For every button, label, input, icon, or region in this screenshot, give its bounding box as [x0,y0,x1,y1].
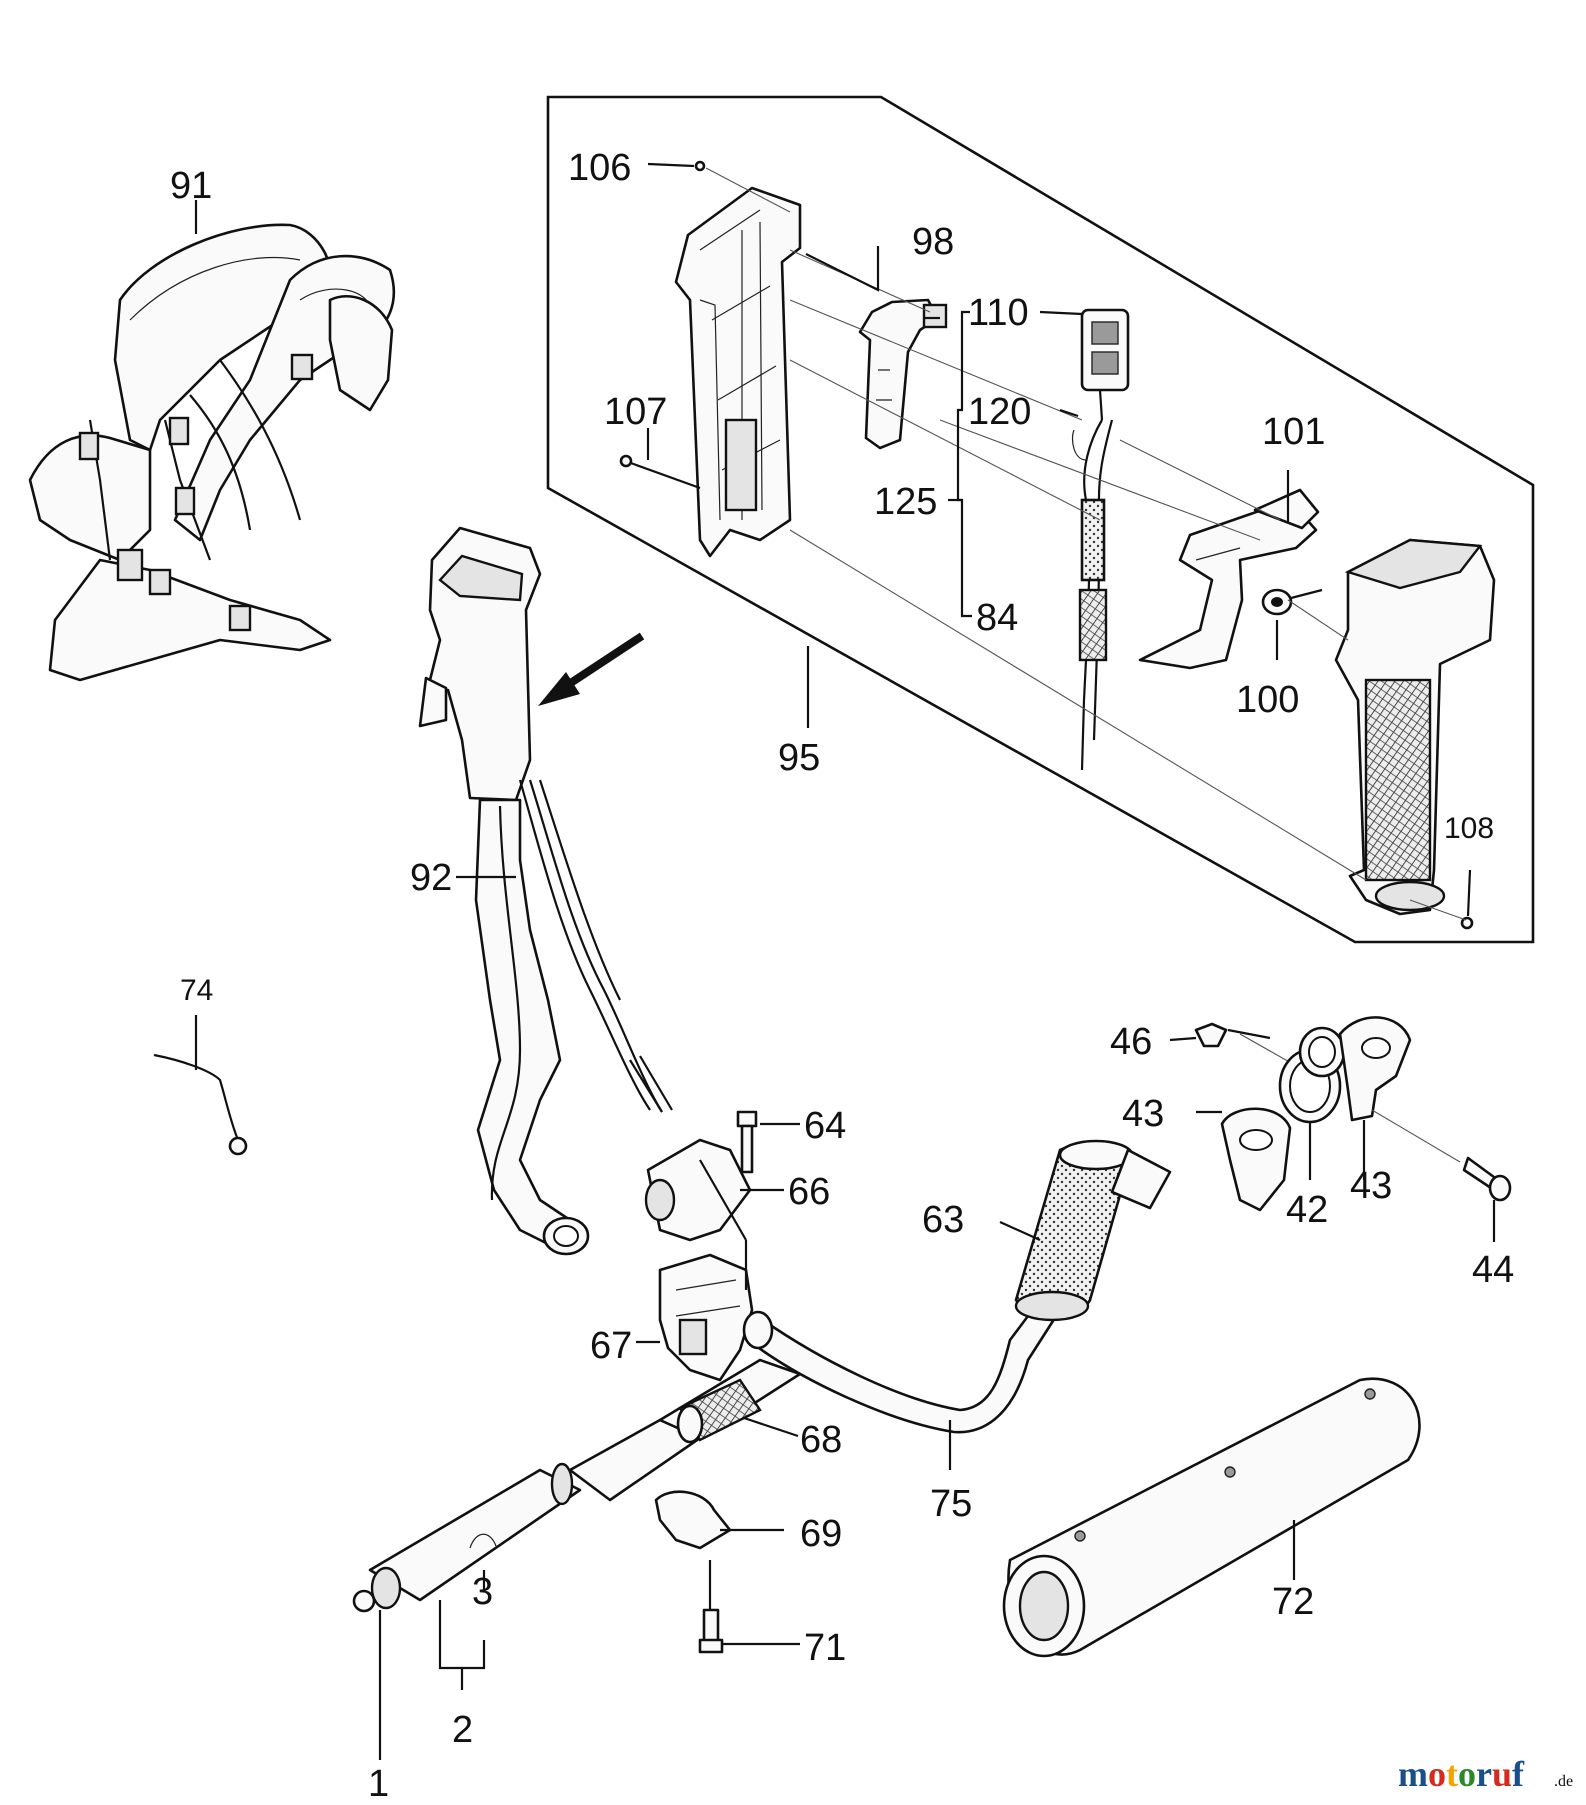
label-68: 68 [800,1419,842,1461]
clamp-top-part-66 [644,1138,784,1242]
bolt-part-71 [698,1608,800,1654]
label-110: 110 [968,292,1029,334]
label-91: 91 [170,165,212,207]
label-75: 75 [930,1483,972,1525]
assembly-lines [705,167,1467,921]
label-46: 46 [1110,1021,1152,1063]
label-125: 125 [874,481,937,523]
grip-part-68 [676,1378,799,1444]
label-101: 101 [1262,411,1325,453]
label-71: 71 [804,1627,846,1669]
clamp-part-69 [654,1490,784,1610]
label-108: 108 [1444,812,1494,845]
label-107: 107 [604,391,667,433]
grip-part-63 [999,1139,1172,1322]
label-44: 44 [1472,1249,1514,1291]
watermark-text: motoruf [1398,1754,1525,1794]
label-72: 72 [1272,1581,1314,1623]
harness-part-91 [28,200,395,682]
label-100: 100 [1236,679,1299,721]
bolt-part-64 [736,1110,800,1174]
label-67: 67 [590,1325,632,1367]
cable-tie-part-74 [153,1015,248,1156]
spring-part-100 [1261,588,1323,616]
inset-leaders [646,162,1472,917]
grip-housing-part-108 [1334,538,1496,930]
ring-part-42 [1278,1026,1346,1180]
clamp-half-part-43-left [1196,1107,1292,1212]
label-66: 66 [788,1171,830,1213]
wire-harness [1071,419,1114,771]
label-43b: 43 [1350,1165,1392,1207]
inset-box [546,95,1535,944]
clamp-bracket-part-67 [636,1159,754,1382]
label-120: 120 [968,391,1031,433]
cover-tube-part-72 [1002,1377,1421,1658]
watermark-logo: motoruf .de [1398,1754,1573,1794]
trigger-part-101 [1138,488,1320,670]
shaft-leaders [378,1570,486,1760]
screw-part-46 [1169,1022,1301,1069]
label-74: 74 [180,974,213,1007]
label-1: 1 [368,1763,389,1800]
label-69: 69 [800,1513,842,1555]
handle-housing-shell [674,186,802,558]
switch-part-110 [1080,308,1130,421]
label-64: 64 [804,1105,846,1147]
part-labels: 91 106 98 110 120 107 101 125 84 100 95 … [170,147,1514,1805]
label-95: 95 [778,737,820,779]
label-92: 92 [410,857,452,899]
screw-part-44 [1462,1156,1512,1242]
screw-part-107 [619,454,701,490]
main-shaft [352,1358,802,1613]
lever-part-98 [858,298,948,450]
label-3: 3 [472,1571,493,1613]
clamp-half-part-43-right [1338,1016,1461,1180]
label-43a: 43 [1122,1093,1164,1135]
direction-arrow [538,632,645,706]
throttle-handle-part-92 [418,526,673,1256]
label-84: 84 [976,597,1018,639]
label-98: 98 [912,221,954,263]
watermark-suffix: .de [1554,1773,1573,1790]
label-42: 42 [1286,1189,1328,1231]
screw-part-106 [694,160,706,172]
label-2: 2 [452,1709,473,1751]
loop-handle-part-75 [742,1298,1062,1470]
label-106: 106 [568,147,631,189]
label-63: 63 [922,1199,964,1241]
